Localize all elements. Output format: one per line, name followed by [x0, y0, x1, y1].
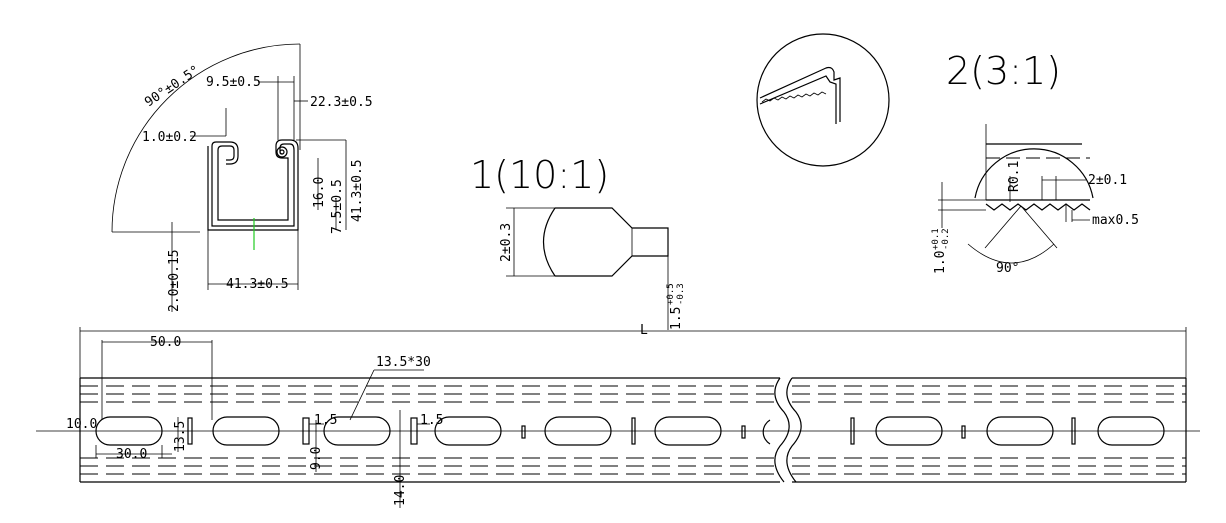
rect-slot-5 — [631, 417, 636, 445]
dim-slot-width: 9.5±0.5 — [206, 75, 261, 90]
edge-label: 10.0 — [66, 417, 97, 432]
break-slot-cut — [762, 419, 771, 445]
channel-profile-inner — [211, 143, 295, 227]
slot-h-label: 13.5 — [173, 421, 188, 452]
dim-angle: 90°±0.5° — [142, 63, 202, 110]
detail-2-teeth — [985, 203, 1091, 211]
channel-lip-left — [211, 141, 239, 165]
iso-profile-inner — [759, 75, 837, 124]
slot-2 — [212, 416, 280, 446]
detail-2-depth-tol-lower: -0.2 — [941, 228, 951, 250]
tall-h-label: 14.0 — [393, 475, 408, 506]
dim-lip: 22.3±0.5 — [310, 95, 373, 110]
detail-1-tip-tol-lower: -0.3 — [676, 283, 686, 305]
angle-arc — [111, 43, 301, 233]
hole-marker-inner — [279, 149, 285, 155]
slot-5 — [544, 416, 612, 446]
iso-profile — [759, 66, 841, 122]
rect-slot-9 — [1071, 417, 1076, 445]
channel-profile — [207, 139, 299, 231]
detail-2-title: 2(3:1) — [946, 49, 1061, 93]
slot-9 — [1097, 416, 1165, 446]
slot-7 — [875, 416, 943, 446]
iso-circle — [756, 33, 890, 167]
iso-detail-view — [756, 33, 890, 167]
detail-2-angle-arc — [967, 243, 1055, 264]
length-label: L — [640, 323, 648, 338]
detail-1-view: 1(10:1) 2±0.3 1.5 +0.5 -0.3 — [470, 153, 686, 330]
rect-slot-2 — [302, 417, 310, 445]
slot-3 — [323, 416, 391, 446]
break-line-a — [774, 377, 790, 483]
detail-1-tip: 1.5 — [669, 307, 684, 330]
detail-2-angle-left — [984, 205, 1022, 249]
pitch-label: 50.0 — [150, 335, 181, 350]
detail-2-view: 2(3:1) 90° R0.1 2±0.1 max0.5 1.0 +0.1 -0… — [931, 49, 1139, 276]
slot-8 — [986, 416, 1054, 446]
detail-1-title: 1(10:1) — [470, 153, 609, 197]
rect-slot-7 — [850, 417, 855, 445]
slot-6 — [654, 416, 722, 446]
gap-right-label: 1.5 — [420, 413, 443, 428]
small-h-label: 9.0 — [309, 447, 324, 470]
slot-4 — [434, 416, 502, 446]
slot-len-label: 30.0 — [116, 447, 147, 462]
rect-slot-6 — [741, 425, 746, 439]
dim-flange: 1.0±0.2 — [142, 130, 197, 145]
rect-slot-4 — [521, 425, 526, 439]
strip-view: L — [36, 323, 1200, 508]
break-line-b — [786, 377, 802, 483]
detail-2-max: max0.5 — [1092, 213, 1139, 228]
cross-section-view: 9.5±0.5 22.3±0.5 90°±0.5° 1.0±0.2 41.3±0… — [111, 43, 373, 312]
detail-2-depth: 1.0 — [933, 251, 948, 274]
detail-2-pitch: 2±0.1 — [1088, 173, 1127, 188]
detail-2-circle-arc — [974, 148, 1094, 199]
slot-label: 13.5*30 — [376, 355, 431, 370]
dim-foot: 7.5±0.5 — [330, 179, 345, 234]
detail-1-height: 2±0.3 — [499, 223, 514, 262]
detail-1-break — [543, 207, 556, 277]
gap-left-label: 1.5 — [314, 413, 337, 428]
dim-width: 41.3±0.5 — [226, 277, 289, 292]
rect-slot-3 — [410, 417, 418, 445]
detail-1-profile — [555, 207, 669, 277]
rect-slot-1 — [187, 417, 193, 445]
slot-1 — [95, 416, 163, 446]
detail-2-radius: R0.1 — [1007, 161, 1022, 192]
dim-thick: 2.0±0.15 — [167, 249, 182, 312]
detail-1-tip-tol-upper: +0.5 — [666, 283, 676, 305]
dim-inner: 16.0 — [312, 177, 327, 208]
rect-slot-8 — [961, 425, 966, 439]
detail-2-angle-right — [1020, 205, 1058, 249]
slot-leader — [349, 369, 375, 421]
hole-marker — [276, 146, 288, 158]
detail-2-depth-tol-upper: +0.1 — [931, 228, 941, 250]
dim-height: 41.3±0.5 — [350, 159, 365, 222]
iso-serration — [761, 91, 827, 103]
detail-2-angle: 90° — [996, 261, 1019, 276]
